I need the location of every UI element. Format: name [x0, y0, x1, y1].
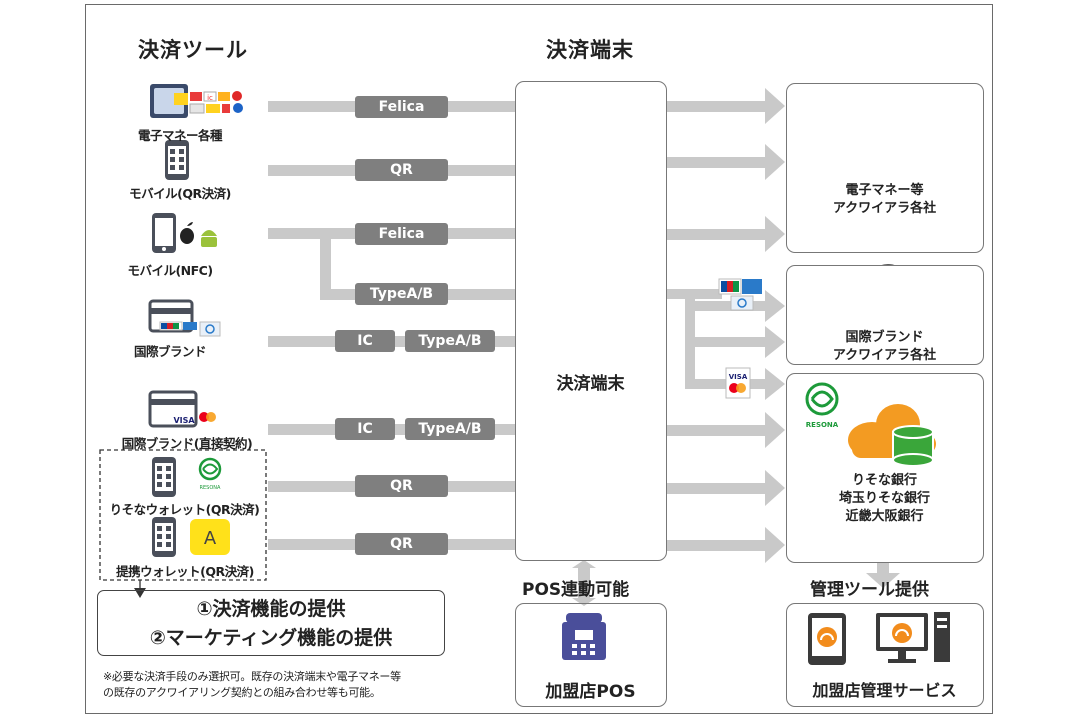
- tool-label-mobile-nfc: モバイル(NFC): [127, 263, 213, 278]
- right-arrows: [572, 88, 900, 606]
- callout-line2: ②マーケティング機能の提供: [149, 627, 393, 649]
- bank-line1: りそな銀行: [851, 473, 917, 488]
- bank-line3: 近畿大阪銀行: [845, 509, 924, 524]
- pos-box: 加盟店POS: [515, 603, 667, 707]
- wallet-letter: A: [204, 528, 217, 549]
- mgmt-box: 加盟店管理サービス: [786, 603, 984, 707]
- mgmt-tool-label: 管理ツール提供: [810, 580, 929, 600]
- smartphone-nfc-icon: [152, 213, 176, 253]
- card-logos-right: VISA: [718, 278, 762, 399]
- pos-link-label: POS連動可能: [522, 580, 630, 600]
- method-pill: IC: [335, 418, 395, 440]
- feature-callout: ①決済機能の提供 ②マーケティング機能の提供: [97, 590, 445, 656]
- android-icon: [201, 230, 217, 247]
- acquirer-box-emoney: 電子マネー等 アクワイアラ各社: [786, 83, 984, 253]
- acquirer-brand-line1: 国際ブランド: [845, 330, 924, 345]
- method-pill: Felica: [355, 96, 448, 118]
- diagram-frame: [85, 4, 993, 714]
- acquirer-emoney-line2: アクワイアラ各社: [832, 201, 937, 216]
- partner-wallet-phone-icon: A: [152, 517, 230, 557]
- acquirer-brand-line2: アクワイアラ各社: [832, 348, 937, 363]
- pos-phone-icon: [562, 613, 606, 660]
- acquirer-box-banks: りそな銀行 埼玉りそな銀行 近畿大阪銀行: [786, 373, 984, 563]
- footnote-line2: の既存のアクワイアリング契約との組み合わせ等も可能。: [103, 686, 381, 699]
- resona-wallet-phone-icon: RESONA: [152, 457, 222, 497]
- terminal-label: 決済端末: [556, 374, 625, 394]
- method-pill: QR: [355, 475, 448, 497]
- bank-line2: 埼玉りそな銀行: [838, 491, 930, 506]
- svg-text:RESONA: RESONA: [200, 485, 221, 491]
- callout-line1: ①決済機能の提供: [196, 598, 346, 620]
- header-tools: 決済ツール: [138, 38, 248, 62]
- acquirer-emoney-line1: 電子マネー等: [845, 183, 924, 198]
- tool-label-emoney: 電子マネー各種: [137, 128, 223, 143]
- terminal-box: 決済端末: [515, 81, 667, 561]
- emoney-cards-icon: ic: [150, 84, 243, 118]
- footnote-line1: ※必要な決済手段のみ選択可。既存の決済端末や電子マネー等: [103, 670, 401, 683]
- header-terminal: 決済端末: [546, 38, 634, 62]
- tool-label-partner-wallet: 提携ウォレット(QR決済): [116, 564, 254, 579]
- resona-logo-text: RESONA: [806, 421, 839, 429]
- svg-text:VISA: VISA: [173, 416, 195, 425]
- method-pill: TypeA/B: [355, 283, 448, 305]
- credit-card-visa-icon: VISA: [148, 390, 216, 428]
- method-pill: IC: [335, 330, 395, 352]
- method-pill: TypeA/B: [405, 418, 495, 440]
- pos-box-label: 加盟店POS: [545, 682, 636, 702]
- acquirer-box-brand: 国際ブランド アクワイアラ各社: [786, 265, 984, 365]
- method-pill: Felica: [355, 223, 448, 245]
- monitor-dashboard-icon: [876, 612, 950, 663]
- apple-icon: [180, 222, 194, 244]
- visa-logo: VISA: [729, 373, 748, 381]
- tool-label-mobile-qr: モバイル(QR決済): [129, 186, 231, 201]
- method-pill: QR: [355, 159, 448, 181]
- tablet-dashboard-icon: [808, 613, 846, 665]
- tool-label-intl-brand-direct: 国際ブランド(直接契約): [121, 436, 253, 451]
- footnote: ※必要な決済手段のみ選択可。既存の決済端末や電子マネー等 の既存のアクワイアリン…: [103, 669, 503, 701]
- method-pill: QR: [355, 533, 448, 555]
- svg-text:ic: ic: [207, 94, 213, 102]
- credit-card-icon: [148, 299, 221, 337]
- smartphone-qr-icon: [165, 140, 189, 180]
- wallet-group-outline: [99, 449, 267, 581]
- mgmt-box-label: 加盟店管理サービス: [812, 681, 957, 700]
- resona-logo: RESONA: [805, 382, 839, 429]
- method-pill: TypeA/B: [405, 330, 495, 352]
- tool-label-resona-wallet: りそなウォレット(QR決済): [109, 502, 260, 517]
- tool-label-intl-brand: 国際ブランド: [133, 344, 207, 359]
